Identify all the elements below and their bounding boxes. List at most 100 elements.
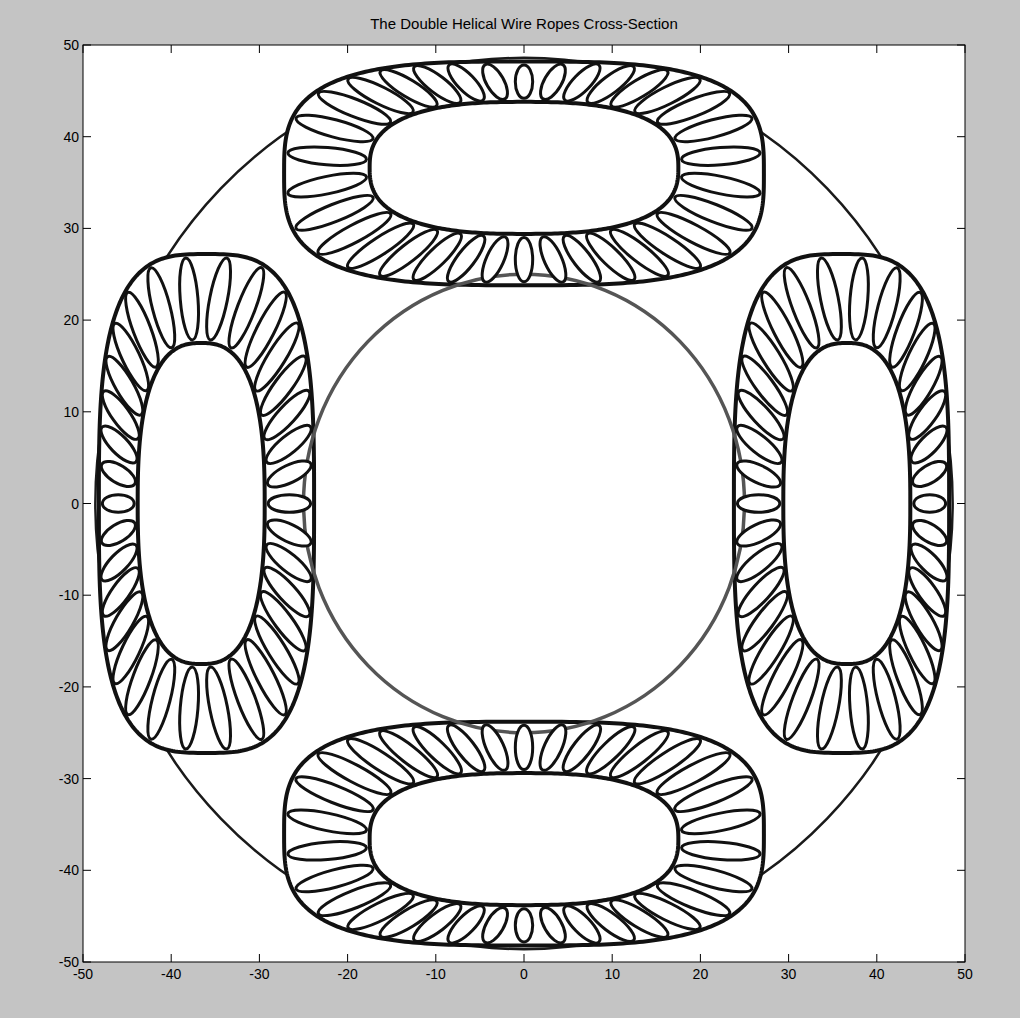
wire bbox=[177, 257, 201, 340]
tick-mark bbox=[876, 45, 877, 53]
tick-mark bbox=[957, 503, 965, 504]
tick-mark bbox=[957, 411, 965, 412]
tick-label: -50 bbox=[73, 966, 93, 982]
wire bbox=[909, 456, 951, 491]
strand-outline bbox=[284, 722, 764, 946]
tick-mark bbox=[788, 45, 789, 53]
tick-label: -40 bbox=[59, 862, 79, 878]
tick-mark bbox=[83, 954, 84, 962]
tick-mark bbox=[435, 45, 436, 53]
wire bbox=[287, 144, 367, 168]
tick-mark bbox=[259, 954, 260, 962]
wire bbox=[142, 266, 180, 350]
tick-label: -40 bbox=[161, 966, 181, 982]
tick-mark bbox=[957, 595, 965, 596]
tick-mark bbox=[83, 503, 91, 504]
wire bbox=[202, 665, 236, 750]
wire bbox=[847, 257, 871, 340]
wire bbox=[681, 839, 761, 863]
plot-area bbox=[83, 45, 965, 962]
tick-mark bbox=[957, 778, 965, 779]
wire bbox=[535, 721, 571, 773]
tick-mark bbox=[957, 228, 965, 229]
tick-mark bbox=[876, 954, 877, 962]
tick-label: 20 bbox=[693, 966, 709, 982]
tick-label: -20 bbox=[59, 679, 79, 695]
tick-mark bbox=[957, 686, 965, 687]
tick-mark bbox=[965, 45, 966, 53]
tick-label: -10 bbox=[59, 587, 79, 603]
strand-outline bbox=[734, 254, 949, 753]
wire bbox=[515, 725, 532, 769]
tick-label: -30 bbox=[59, 771, 79, 787]
wire bbox=[478, 904, 513, 947]
tick-label: 40 bbox=[869, 966, 885, 982]
strand bbox=[284, 62, 764, 286]
tick-label: 20 bbox=[63, 312, 79, 328]
wire bbox=[680, 168, 762, 201]
tick-mark bbox=[524, 954, 525, 962]
tick-mark bbox=[83, 962, 91, 963]
tick-mark bbox=[612, 954, 613, 962]
tick-mark bbox=[83, 320, 91, 321]
tick-mark bbox=[83, 870, 91, 871]
wire bbox=[515, 909, 532, 942]
tick-mark bbox=[957, 962, 965, 963]
wire bbox=[264, 456, 315, 493]
strand bbox=[734, 254, 949, 753]
tick-mark bbox=[83, 136, 91, 137]
wire bbox=[286, 805, 368, 838]
tick-mark bbox=[700, 954, 701, 962]
strand bbox=[284, 722, 764, 946]
core-circle bbox=[304, 274, 745, 733]
strand-outline bbox=[99, 254, 314, 753]
wire bbox=[847, 666, 871, 749]
tick-label: 50 bbox=[957, 966, 973, 982]
wire bbox=[737, 495, 779, 513]
wire bbox=[914, 495, 946, 513]
tick-mark bbox=[83, 778, 91, 779]
tick-mark bbox=[83, 411, 91, 412]
wire bbox=[287, 839, 367, 863]
wire bbox=[536, 60, 571, 103]
wire bbox=[868, 657, 906, 741]
wire bbox=[813, 256, 847, 341]
tick-label: 0 bbox=[520, 966, 528, 982]
wire bbox=[515, 237, 532, 281]
wire bbox=[673, 860, 754, 897]
tick-mark bbox=[957, 320, 965, 321]
tick-label: -20 bbox=[337, 966, 357, 982]
strand-outline bbox=[284, 62, 764, 286]
wire bbox=[268, 495, 310, 513]
tick-label: 0 bbox=[71, 496, 79, 512]
tick-label: 30 bbox=[781, 966, 797, 982]
tick-label: 30 bbox=[63, 220, 79, 236]
tick-mark bbox=[83, 595, 91, 596]
wires bbox=[96, 59, 952, 948]
tick-mark bbox=[347, 954, 348, 962]
tick-mark bbox=[347, 45, 348, 53]
strand bbox=[99, 254, 314, 753]
tick-mark bbox=[957, 870, 965, 871]
tick-mark bbox=[83, 686, 91, 687]
wire bbox=[515, 65, 532, 98]
tick-label: 10 bbox=[63, 404, 79, 420]
rope-drawing bbox=[95, 58, 952, 949]
strands bbox=[99, 62, 949, 946]
tick-label: -10 bbox=[426, 966, 446, 982]
tick-label: 40 bbox=[63, 129, 79, 145]
wire bbox=[177, 666, 201, 749]
wire bbox=[477, 233, 513, 285]
plot-title: The Double Helical Wire Ropes Cross-Sect… bbox=[370, 16, 678, 32]
wire bbox=[96, 539, 142, 586]
axis-ticks bbox=[83, 45, 965, 962]
tick-mark bbox=[435, 954, 436, 962]
tick-mark bbox=[700, 45, 701, 53]
wire bbox=[681, 144, 761, 168]
tick-mark bbox=[612, 45, 613, 53]
wire bbox=[294, 110, 375, 147]
tick-label: 50 bbox=[63, 37, 79, 53]
tick-mark bbox=[957, 45, 965, 46]
tick-mark bbox=[83, 228, 91, 229]
